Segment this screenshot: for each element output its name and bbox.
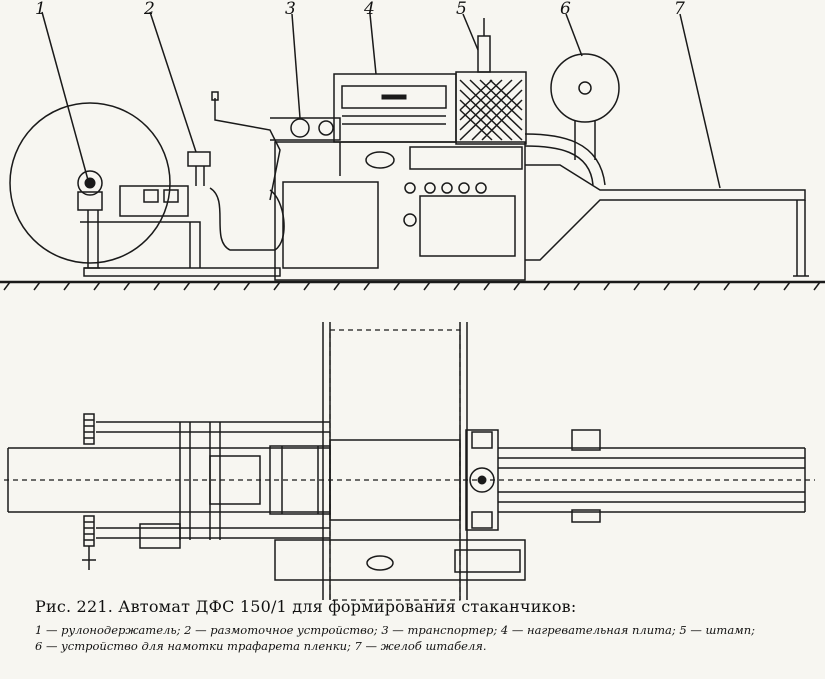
roll-holder-clamp (77, 191, 103, 211)
callout-7: 7 (674, 0, 685, 19)
heating-plate-handle (381, 94, 407, 100)
holder-crank (82, 546, 96, 570)
instrument-panel (409, 146, 523, 170)
stencil-reel-hub (578, 81, 592, 95)
caption-legend: 1 — рулонодержатель; 2 — размоточное уст… (35, 622, 795, 654)
roll-holder-post (84, 210, 100, 269)
transporter-pulley-1 (290, 118, 310, 138)
reel-bracket-top (571, 429, 601, 451)
side-view: 1 2 3 4 5 6 7 (0, 0, 825, 291)
transporter-pulley-2 (318, 120, 334, 136)
stamp-bolt-bottom (471, 511, 493, 529)
transporter-belts (281, 446, 319, 514)
roll-holder-box (119, 185, 189, 217)
gauge-2 (424, 182, 436, 194)
output-channels (498, 447, 806, 513)
chute-leg (793, 200, 809, 277)
reel-bracket-bottom (571, 509, 601, 523)
frame-posts (179, 422, 221, 540)
caption-title: Рис. 221. Автомат ДФС 150/1 для формиров… (35, 597, 577, 616)
control-panel-1 (143, 189, 159, 203)
heating-rails (342, 115, 446, 125)
floor-hatch (3, 281, 821, 291)
winding-pipe (524, 133, 606, 186)
callout-leaders (41, 11, 721, 189)
callout-4: 4 (363, 0, 375, 19)
stamp-bolt-top (471, 431, 493, 449)
stamp-mesh (459, 79, 523, 141)
sight-window-plan (366, 555, 394, 571)
film-loop (209, 187, 285, 251)
film-roll (9, 102, 171, 264)
gauge-4 (458, 182, 470, 194)
gauge-3 (441, 182, 453, 194)
callout-1: 1 (35, 0, 46, 19)
instrument-panel-plan (454, 549, 521, 573)
stencil-reel (550, 53, 620, 123)
base-frame (80, 221, 201, 268)
unwinding-stem (195, 166, 205, 186)
stamp-cylinder (477, 35, 491, 73)
guide-rails (96, 421, 330, 539)
film-guide (211, 91, 219, 101)
reel-support (574, 120, 596, 160)
control-panel-2 (163, 189, 179, 203)
transporter-frame (270, 117, 341, 141)
handwheel (403, 213, 417, 227)
sight-window (365, 151, 395, 169)
machine-body (274, 141, 526, 281)
stamp-plan (465, 429, 499, 531)
base-rail (83, 267, 281, 277)
stamp-cylinder-plan (469, 467, 495, 493)
callout-2: 2 (143, 0, 155, 19)
stamp-housing (455, 71, 527, 145)
holder-spring-top (83, 413, 95, 445)
holder-spring-bottom (83, 515, 95, 547)
legend-line-1: 1 — рулонодержатель; 2 — размоточное уст… (35, 623, 755, 637)
roll-hub (77, 170, 103, 196)
roll-axle (84, 177, 96, 189)
front-door-right (419, 195, 516, 257)
unwinder-frame (209, 455, 261, 505)
callout-6: 6 (560, 0, 571, 19)
gauge-1 (404, 182, 416, 194)
front-door-left (282, 181, 379, 269)
figure-caption: Рис. 221. Автомат ДФС 150/1 для формиров… (35, 597, 795, 654)
film-path (214, 98, 281, 201)
callout-5: 5 (456, 0, 467, 19)
legend-line-2: 6 — устройство для намотки трафарета пле… (35, 639, 487, 653)
plate-guides (322, 322, 468, 600)
winding-pipe-inner (524, 145, 594, 186)
base-plan (274, 539, 526, 581)
plan-view (4, 322, 815, 601)
callout-3: 3 (285, 0, 296, 19)
heating-plate (341, 85, 447, 109)
unwinding-head (187, 151, 211, 167)
stack-chute (525, 164, 806, 261)
heating-plate-outline (329, 329, 461, 601)
gauge-5 (475, 182, 487, 194)
